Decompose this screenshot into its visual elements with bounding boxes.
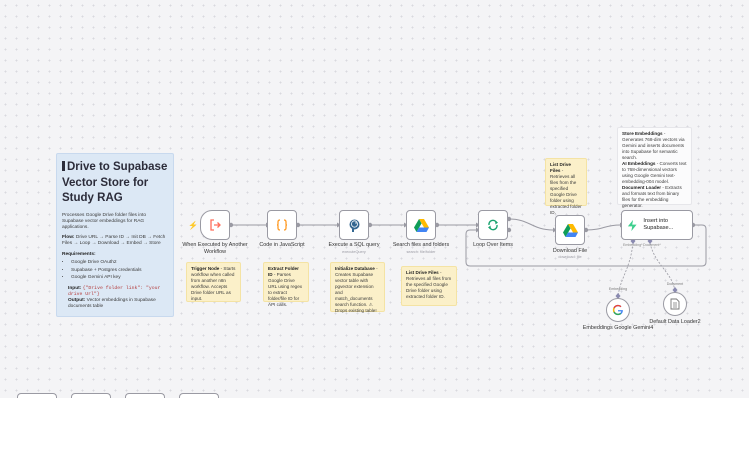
node-search-label: Search files and folders xyxy=(392,242,450,248)
overview-title-text: Drive to Supabase Vector Store for Study… xyxy=(62,161,168,204)
workflow-canvas[interactable]: Drive to Supabase Vector Store for Study… xyxy=(0,0,749,398)
note-title: Store Embeddings xyxy=(622,131,663,136)
embeddings-output-port[interactable] xyxy=(615,293,621,299)
input-line: Input: {"Drive folder link": "your drive… xyxy=(62,286,168,298)
node-sql[interactable] xyxy=(339,210,369,240)
requirements-heading: Requirements: xyxy=(62,252,168,258)
node-download[interactable] xyxy=(555,215,585,245)
node-embeddings-gemini[interactable] xyxy=(606,298,630,322)
note-body: - Extracts and formats text from binary … xyxy=(622,184,682,208)
note-title: AI Embeddings xyxy=(622,160,656,166)
note-title: List Drive Files xyxy=(406,270,439,275)
note-body: - Generates 768-dim vectors via Gemini a… xyxy=(622,131,685,160)
node-sql-subtitle: executeQuery xyxy=(342,250,366,254)
google-drive-icon xyxy=(562,223,578,237)
note-body: - Parses Google Drive URL using regex to… xyxy=(268,271,303,307)
note-body: - Creates Supabase vector table with pgv… xyxy=(335,266,378,313)
overview-flow: Flow: Drive URL → Parse ID → Init DB → F… xyxy=(62,235,168,247)
loop-icon xyxy=(488,219,498,231)
note-title: Initialize Database xyxy=(335,266,375,271)
embedding-port-label: Embedding* xyxy=(623,243,643,247)
connection-insert-loop-back[interactable] xyxy=(465,224,707,267)
node-trigger[interactable] xyxy=(200,210,230,240)
note-list-drive-files[interactable]: List Drive Files - Retrieves all files f… xyxy=(401,266,457,306)
connection-loader-insert[interactable] xyxy=(649,242,676,292)
note-title: Document Loader xyxy=(622,184,662,190)
note-title: Extract Folder ID xyxy=(268,266,299,277)
google-drive-icon xyxy=(413,218,429,232)
flow-label: Flow: xyxy=(62,235,75,241)
zoom-to-fit-button[interactable] xyxy=(17,393,57,398)
document-connection-label: Document xyxy=(666,282,684,286)
output-label: Output: xyxy=(68,298,86,304)
node-default-data-loader[interactable] xyxy=(663,292,687,316)
note-title: Trigger Node xyxy=(191,266,220,271)
note-body: - Retrieves all files from the specified… xyxy=(550,167,582,215)
postgres-elephant-icon xyxy=(349,219,359,232)
note-initialize-database[interactable]: Initialize Database - Creates Supabase v… xyxy=(330,262,385,313)
connection-loop-download[interactable] xyxy=(508,218,554,231)
requirements-label: Requirements: xyxy=(62,251,96,257)
node-download-label: Download File xyxy=(552,248,588,254)
node-loader-label: Default Data Loader2 xyxy=(649,319,701,325)
node-search-subtitle: search: file/folder xyxy=(406,250,436,254)
requirement-item: Google Gemini API key xyxy=(71,275,168,281)
overview-description: Processes Google Drive folder files into… xyxy=(62,212,146,230)
node-download-subtitle: download: file xyxy=(558,255,582,259)
reset-zoom-button[interactable] xyxy=(179,393,219,398)
supabase-bolt-icon xyxy=(627,219,637,231)
loader-output-port[interactable] xyxy=(672,287,678,293)
input-value: {"Drive folder link": "your drive Url"} xyxy=(68,285,161,297)
connection-download-insert[interactable] xyxy=(585,224,621,231)
document-port-label: Document* xyxy=(643,243,661,247)
requirement-item: Google Drive OAuth2 xyxy=(71,260,168,266)
node-search[interactable] xyxy=(406,210,436,240)
zoom-out-button[interactable] xyxy=(125,393,165,398)
trigger-bolt-icon: ⚡ xyxy=(188,221,198,230)
note-body: - Converts text to 768-dimensional vecto… xyxy=(622,160,687,184)
document-icon xyxy=(670,298,680,310)
note-list-drive-files-top[interactable]: List Drive Files - Retrieves all files f… xyxy=(545,158,587,215)
note-extract-folder-id[interactable]: Extract Folder ID - Parses Google Drive … xyxy=(263,262,309,307)
node-loop[interactable] xyxy=(478,210,508,240)
node-insert-supabase[interactable]: Insert into Supabase... xyxy=(621,210,693,240)
requirements-list: Google Drive OAuth2 Supabase + Postgres … xyxy=(62,260,168,282)
node-embeddings-label: Embeddings Google Gemini4 xyxy=(582,325,654,331)
flow-text: Drive URL → Parse ID → Init DB → Fetch F… xyxy=(62,235,166,247)
requirement-item: Supabase + Postgres credentials xyxy=(71,268,168,274)
note-trigger-node[interactable]: Trigger Node - Starts workflow when call… xyxy=(186,262,241,302)
output-line: Output: Vector embeddings in Supabase do… xyxy=(62,298,168,310)
node-loop-label: Loop Over Items xyxy=(473,242,513,248)
google-g-icon xyxy=(612,304,623,316)
overview-sticky-note[interactable]: Drive to Supabase Vector Store for Study… xyxy=(56,153,174,317)
node-trigger-label: When Executed by Another Workflow xyxy=(182,242,248,255)
node-code[interactable] xyxy=(267,210,297,240)
embedding-connection-label: Embedding xyxy=(608,287,628,291)
note-body: - Retrieves all files from the specified… xyxy=(406,270,452,299)
output-value: Vector embeddings in Supabase documents … xyxy=(68,298,156,310)
zoom-in-button[interactable] xyxy=(71,393,111,398)
note-body: - Starts workflow when called from anoth… xyxy=(191,266,236,301)
title-bar-icon xyxy=(62,161,65,171)
note-store-embeddings[interactable]: Store Embeddings - Generates 768-dim vec… xyxy=(617,127,692,208)
node-insert-label: Insert into Supabase... xyxy=(643,218,674,231)
exit-icon xyxy=(210,219,221,231)
input-label: Input: xyxy=(68,285,82,291)
node-sql-label: Execute a SQL query xyxy=(328,242,380,248)
note-title: List Drive Files xyxy=(550,162,571,173)
code-braces-icon xyxy=(276,219,288,231)
overview-title: Drive to Supabase Vector Store for Study… xyxy=(62,160,168,207)
node-code-label: Code in JavaScript xyxy=(259,242,305,248)
